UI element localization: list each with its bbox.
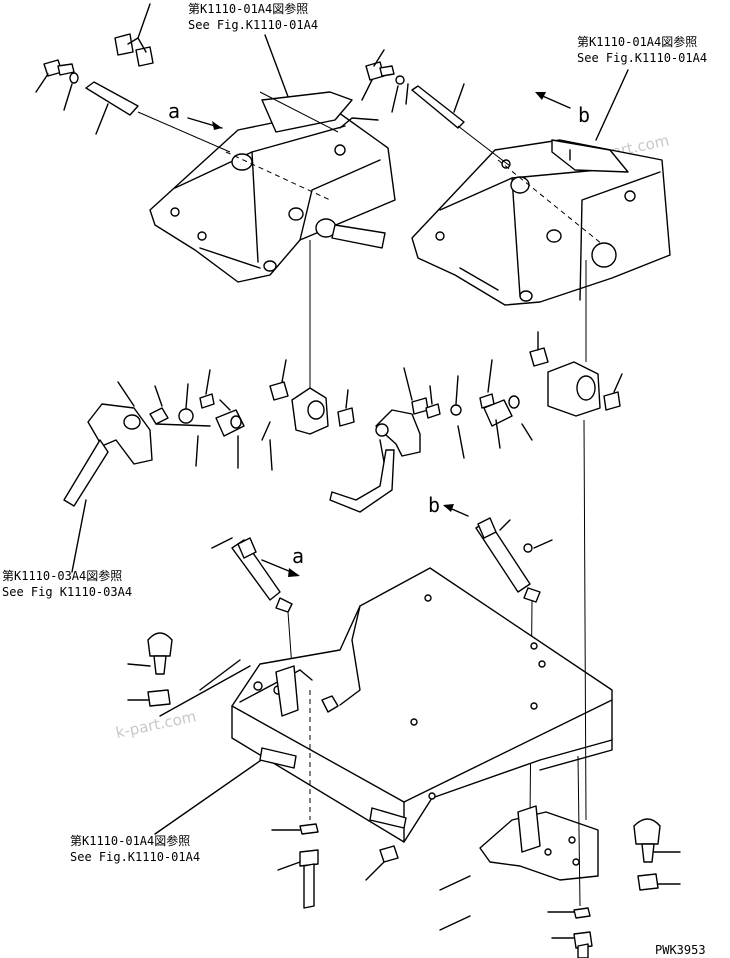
left-pedal-bracket: [149, 91, 396, 283]
ref-mid-left-line2: See Fig K1110-03A4: [2, 585, 132, 599]
ref-bottom: 第K1110-01A4図参照 See Fig.K1110-01A4: [70, 755, 268, 864]
callout-b-mid: b: [428, 493, 469, 517]
letter-b-mid: b: [428, 493, 440, 517]
top-left-loose-parts: [35, 3, 339, 201]
ref-top-right: 第K1110-01A4図参照 See Fig.K1110-01A4: [577, 34, 707, 141]
ref-top-left: 第K1110-01A4図参照 See Fig.K1110-01A4: [188, 1, 318, 103]
ref-mid-left: 第K1110-03A4図参照 See Fig K1110-03A4: [2, 499, 132, 599]
callout-a-top: a: [168, 99, 223, 130]
letter-b-top: b: [578, 103, 590, 127]
letter-a-top: a: [168, 99, 180, 123]
lower-fasteners: [127, 632, 681, 958]
ref-mid-left-line1: 第K1110-03A4図参照: [2, 568, 122, 583]
letter-a-mid: a: [292, 544, 304, 568]
floor-plate: [231, 419, 613, 881]
ref-top-left-line2: See Fig.K1110-01A4: [188, 18, 318, 32]
ref-bottom-line1: 第K1110-01A4図参照: [70, 833, 190, 848]
ref-top-right-line2: See Fig.K1110-01A4: [577, 51, 707, 65]
top-right-loose-parts: [361, 49, 603, 245]
ref-top-right-line1: 第K1110-01A4図参照: [577, 34, 697, 49]
right-pedal-bracket: [411, 139, 671, 306]
callout-a-mid: a: [261, 544, 304, 577]
left-pedal-linkage: [63, 240, 355, 507]
ref-top-left-line1: 第K1110-01A4図参照: [188, 1, 308, 16]
callout-b-top: b: [535, 92, 590, 127]
right-pedal-linkage: [329, 260, 623, 513]
ref-bottom-line2: See Fig.K1110-01A4: [70, 850, 200, 864]
spring-rods: [211, 517, 553, 821]
drawing-code: PWK3953: [655, 943, 706, 957]
watermark-4: k-part.com: [114, 707, 198, 742]
